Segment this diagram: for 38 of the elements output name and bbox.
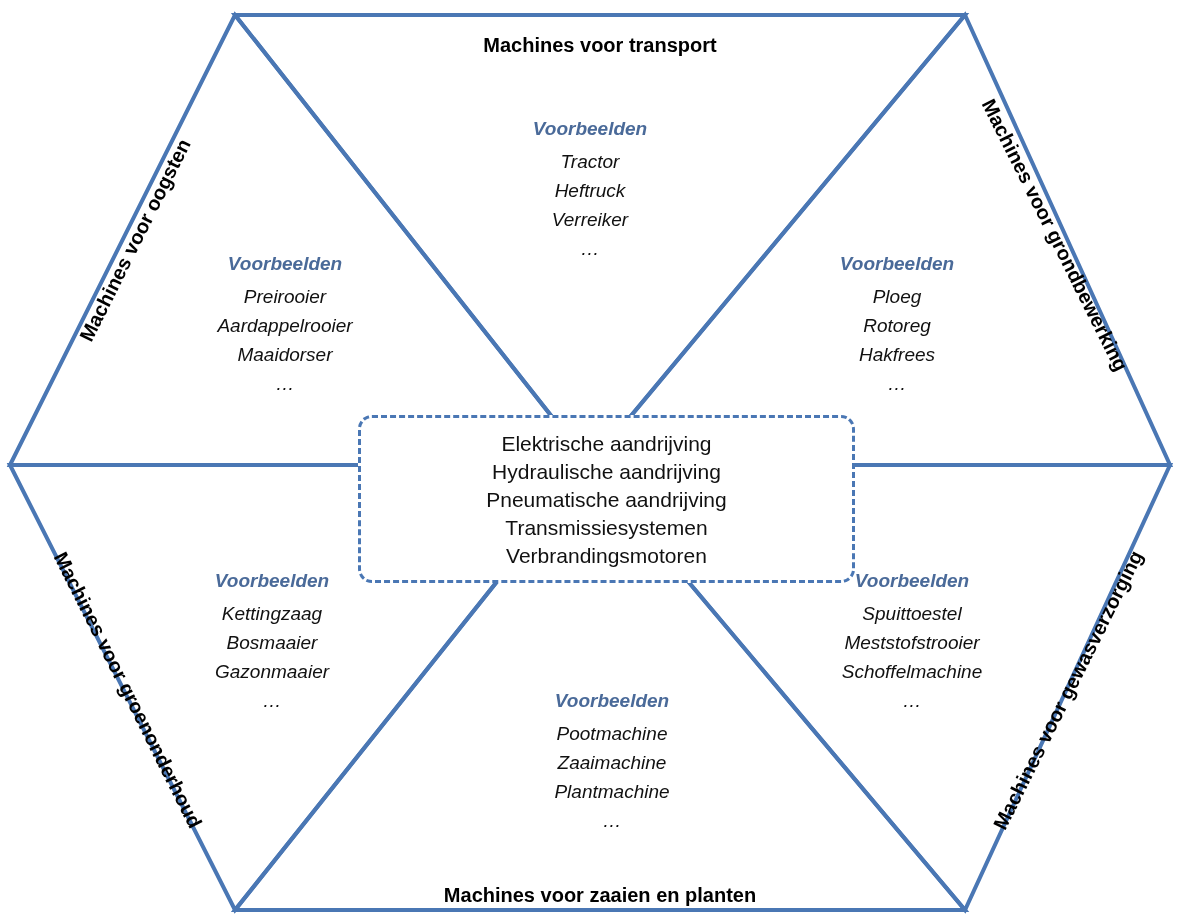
list-item: Plantmachine bbox=[554, 781, 670, 804]
list-item: Ploeg bbox=[872, 286, 922, 309]
list-item: Spuittoestel bbox=[862, 603, 962, 626]
list-item: Transmissiesystemen bbox=[504, 515, 709, 541]
list-item: Elektrische aandrijving bbox=[500, 431, 713, 457]
section-heading: Machines voor transport bbox=[483, 33, 717, 57]
list-item: Verbrandingsmotoren bbox=[505, 543, 708, 569]
subheading: Voorbeelden bbox=[532, 118, 648, 141]
list-item: … bbox=[262, 690, 282, 713]
list-item: Heftruck bbox=[554, 180, 626, 203]
list-item: … bbox=[887, 373, 907, 396]
list-item: Tractor bbox=[560, 151, 620, 174]
list-item: Pootmachine bbox=[556, 723, 668, 746]
list-item: Bosmaaier bbox=[226, 632, 318, 655]
list-item: Hydraulische aandrijving bbox=[491, 459, 722, 485]
list-item: … bbox=[580, 238, 600, 261]
subheading: Voorbeelden bbox=[214, 570, 330, 593]
subheading: Voorbeelden bbox=[839, 253, 955, 276]
list-item: … bbox=[602, 810, 622, 833]
list-item: Maaidorser bbox=[237, 344, 333, 367]
list-item: Zaaimachine bbox=[557, 752, 667, 775]
list-item: … bbox=[275, 373, 295, 396]
list-item: Meststofstrooier bbox=[844, 632, 980, 655]
list-item: Rotoreg bbox=[863, 315, 931, 338]
list-item: Verreiker bbox=[551, 209, 629, 232]
list-item: Preirooier bbox=[243, 286, 327, 309]
subheading: Voorbeelden bbox=[854, 570, 970, 593]
subheading: Voorbeelden bbox=[227, 253, 343, 276]
list-item: Schoffelmachine bbox=[841, 661, 983, 684]
list-item: Gazonmaaier bbox=[214, 661, 330, 684]
dashed-box bbox=[358, 415, 855, 583]
section-heading: Machines voor zaaien en planten bbox=[443, 883, 757, 907]
subheading: Voorbeelden bbox=[554, 690, 670, 713]
list-item: Hakfrees bbox=[859, 344, 935, 367]
list-item: … bbox=[902, 690, 922, 713]
list-item: Kettingzaag bbox=[221, 603, 323, 626]
list-item: Pneumatische aandrijving bbox=[485, 487, 728, 513]
list-item: Aardappelrooier bbox=[217, 315, 353, 338]
